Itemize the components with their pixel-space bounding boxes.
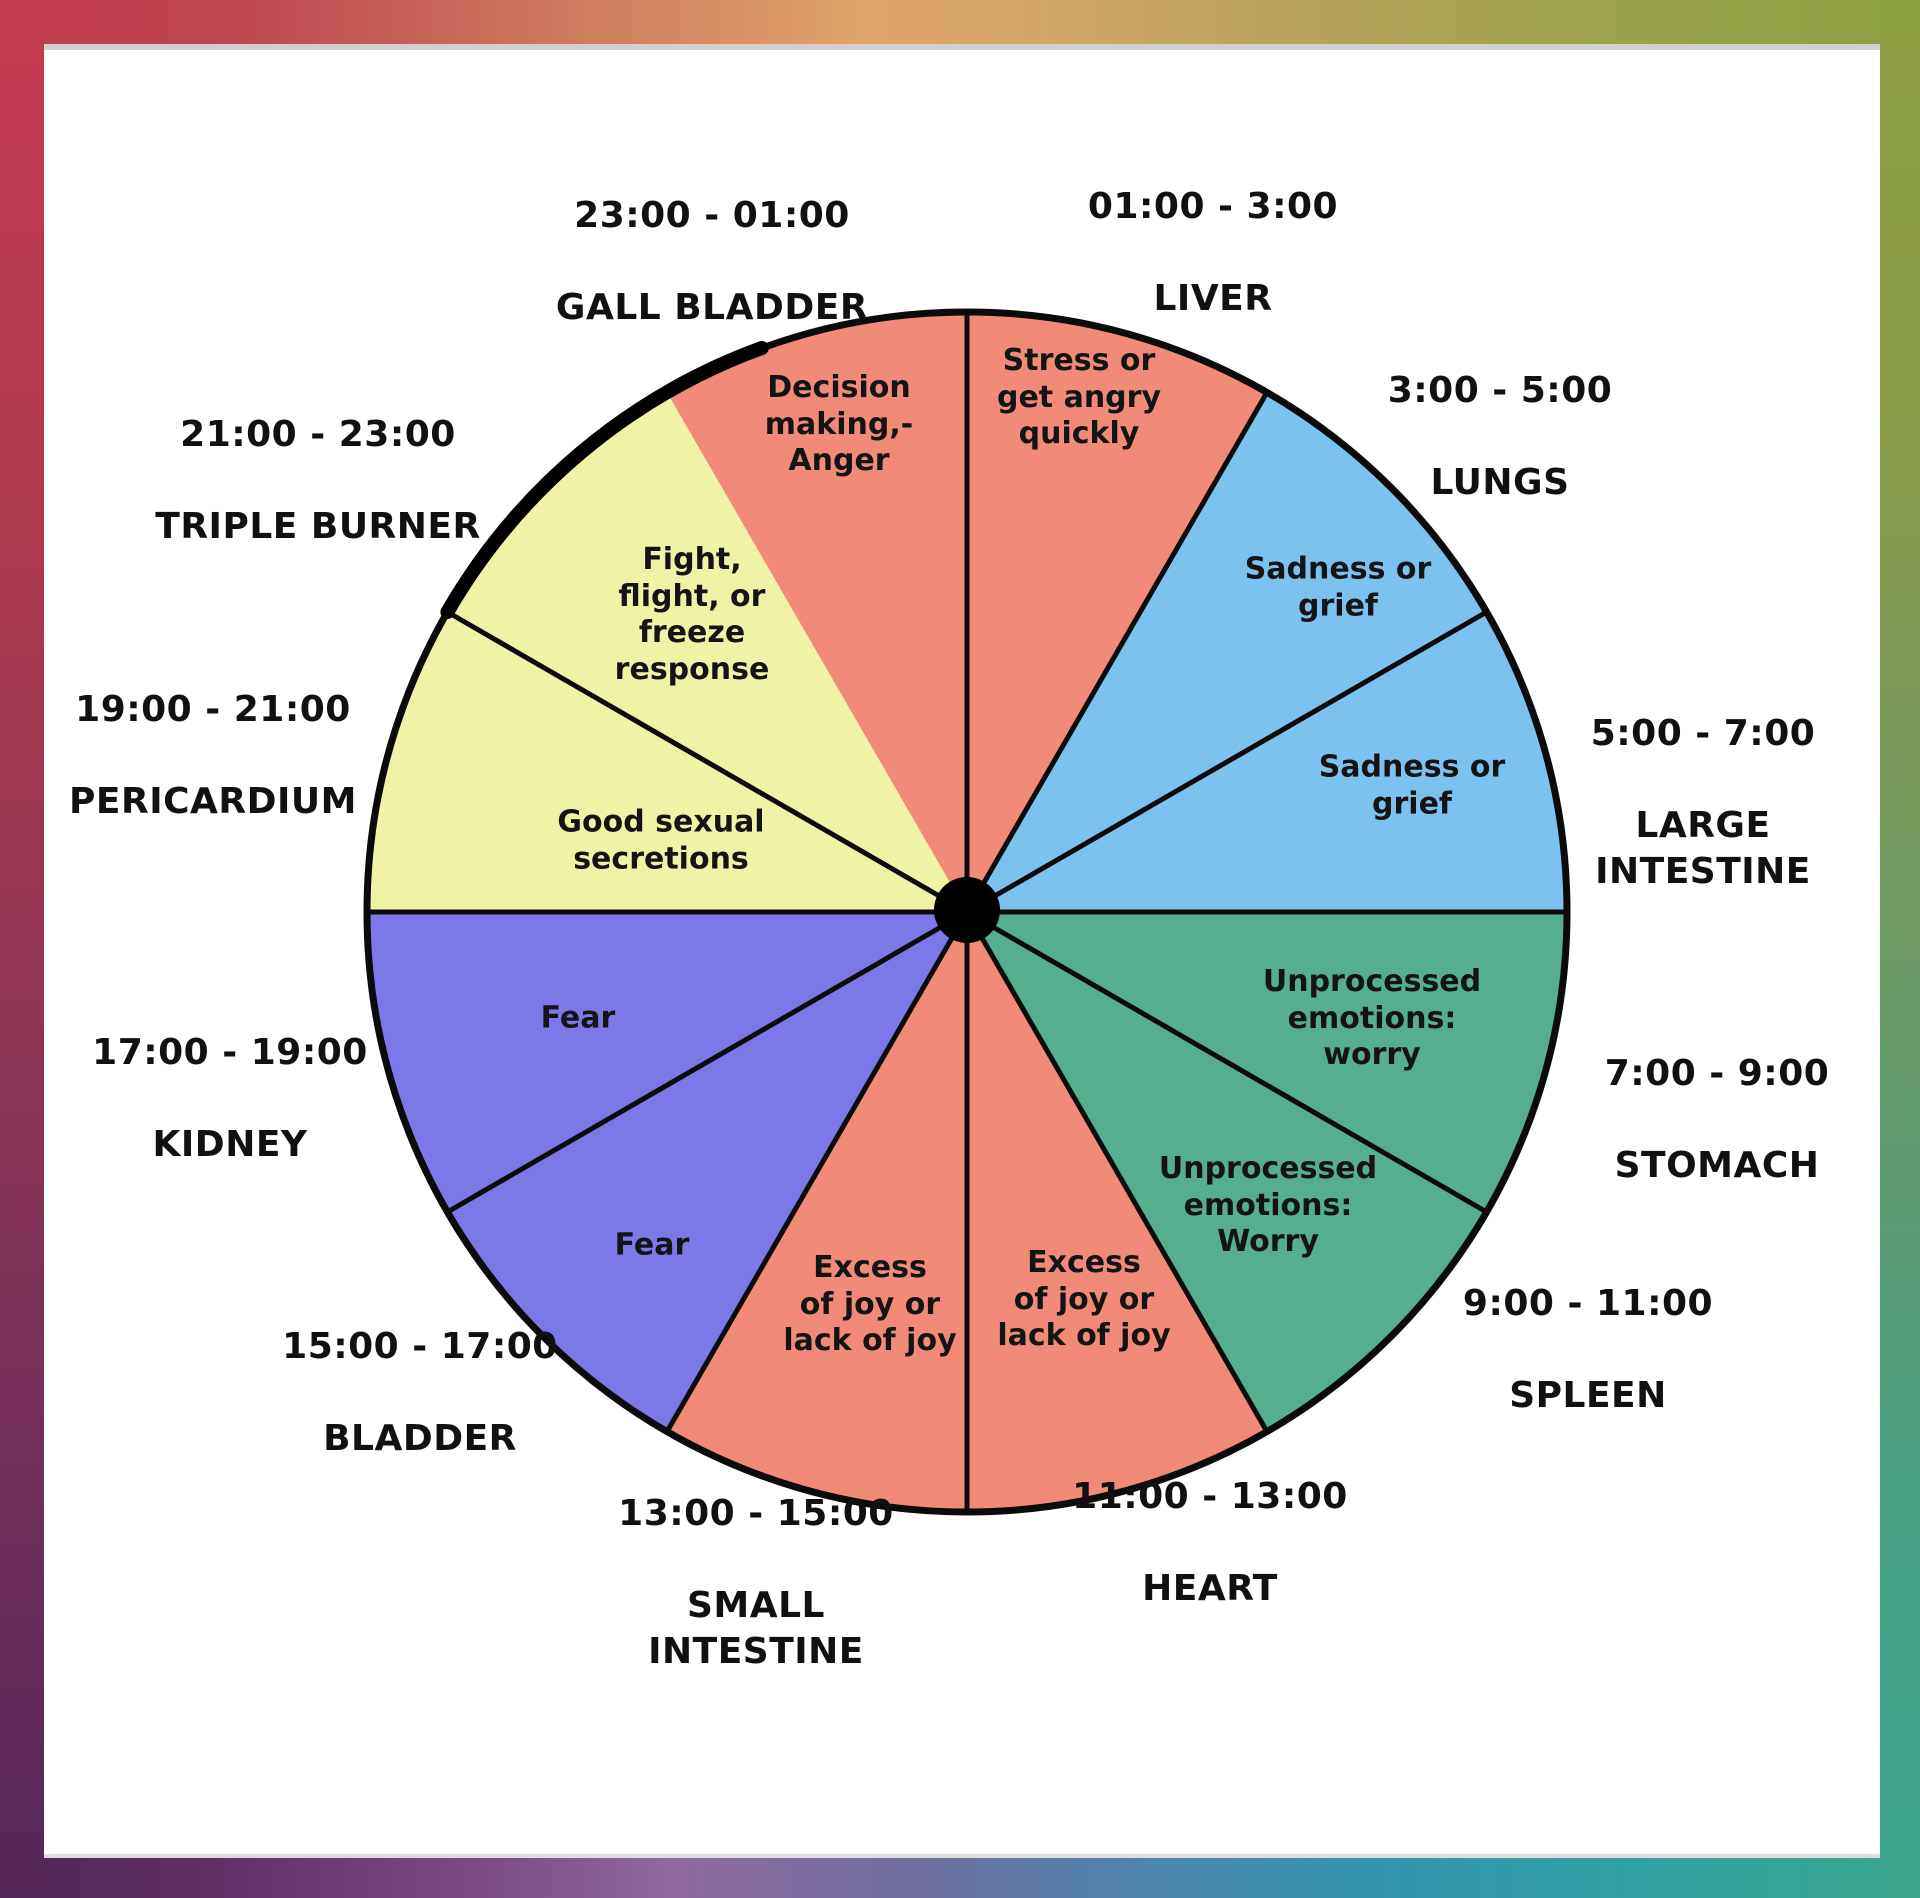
frame-top-gradient — [0, 0, 1920, 44]
label-triple-burner: 21:00 - 23:00 TRIPLE BURNER — [98, 366, 538, 596]
label-bladder: 15:00 - 17:00 BLADDER — [200, 1278, 640, 1508]
emotion-gall-bladder: Decision making,- Anger — [764, 370, 914, 479]
organ-pericardium: PERICARDIUM — [69, 781, 357, 823]
emotion-pericardium: Good sexual secretions — [557, 804, 765, 876]
time-kidney: 17:00 - 19:00 — [92, 1031, 368, 1073]
emotion-large-intestine: Sadness or grief — [1318, 749, 1506, 821]
time-stomach: 7:00 - 9:00 — [1604, 1052, 1830, 1094]
emotion-lungs: Sadness or grief — [1244, 551, 1432, 623]
organ-heart: HEART — [1142, 1568, 1278, 1610]
time-lungs: 3:00 - 5:00 — [1387, 369, 1613, 411]
organ-gall-bladder: GALL BLADDER — [555, 287, 869, 329]
wedge-bladder — [447, 912, 967, 1432]
frame-left-gradient — [0, 0, 44, 1898]
time-small-intestine: 13:00 - 15:00 — [618, 1492, 894, 1534]
time-heart: 11:00 - 13:00 — [1072, 1475, 1348, 1517]
wedge-lungs — [967, 392, 1487, 912]
organ-triple-burner: TRIPLE BURNER — [155, 506, 481, 548]
label-stomach: 7:00 - 9:00 STOMACH — [1527, 1005, 1907, 1235]
organ-small-intestine: SMALL INTESTINE — [648, 1585, 864, 1673]
time-gall-bladder: 23:00 - 01:00 — [574, 194, 850, 236]
label-kidney: 17:00 - 19:00 KIDNEY — [10, 984, 450, 1214]
emotion-bladder: Fear — [614, 1227, 690, 1263]
label-spleen: 9:00 - 11:00 SPLEEN — [1378, 1235, 1798, 1465]
emotion-small-intestine: Excess of joy or lack of joy — [783, 1250, 957, 1359]
organ-stomach: STOMACH — [1614, 1145, 1820, 1187]
wedge-pericardium — [367, 612, 967, 912]
time-liver: 01:00 - 3:00 — [1087, 185, 1339, 227]
emotion-kidney: Fear — [540, 1000, 616, 1036]
organ-large-intestine: LARGE INTESTINE — [1595, 805, 1811, 893]
time-triple-burner: 21:00 - 23:00 — [180, 413, 456, 455]
time-large-intestine: 5:00 - 7:00 — [1590, 712, 1816, 754]
emotion-heart: Excess of joy or lack of joy — [997, 1245, 1171, 1354]
time-bladder: 15:00 - 17:00 — [282, 1325, 558, 1367]
wedge-spleen — [967, 912, 1487, 1432]
label-gall-bladder: 23:00 - 01:00 GALL BLADDER — [482, 147, 942, 377]
wedge-gall-bladder — [667, 312, 967, 912]
wheel-outline-thick-arc — [440, 341, 769, 619]
center-dot — [934, 877, 1000, 943]
frame-bottom-gradient — [0, 1858, 1920, 1898]
organ-kidney: KIDNEY — [152, 1124, 308, 1166]
label-large-intestine: 5:00 - 7:00 LARGE INTESTINE — [1533, 665, 1873, 941]
wedge-stomach — [967, 912, 1567, 1212]
label-small-intestine: 13:00 - 15:00 SMALL INTESTINE — [536, 1445, 976, 1721]
wedge-kidney — [367, 912, 967, 1212]
organ-lungs: LUNGS — [1430, 462, 1570, 504]
wedge-liver — [967, 312, 1267, 912]
emotion-stomach: Unprocessed emotions: worry — [1262, 964, 1482, 1073]
organ-spleen: SPLEEN — [1509, 1375, 1667, 1417]
wedge-divider-lines — [364, 309, 1570, 1515]
wedge-triple-burner — [447, 392, 967, 912]
organ-bladder: BLADDER — [323, 1418, 517, 1460]
time-spleen: 9:00 - 11:00 — [1462, 1282, 1714, 1324]
wheel-outline — [363, 308, 1571, 1516]
emotion-spleen: Unprocessed emotions: Worry — [1158, 1151, 1378, 1260]
emotion-triple-burner: Fight, flight, or freeze response — [614, 541, 770, 687]
frame-right-gradient — [1880, 0, 1920, 1898]
wedge-large-intestine — [967, 612, 1567, 912]
organ-liver: LIVER — [1153, 278, 1273, 320]
label-heart: 11:00 - 13:00 HEART — [990, 1428, 1430, 1658]
time-pericardium: 19:00 - 21:00 — [75, 688, 351, 730]
emotion-liver: Stress or get angry quickly — [996, 343, 1162, 452]
label-lungs: 3:00 - 5:00 LUNGS — [1290, 322, 1710, 552]
label-liver: 01:00 - 3:00 LIVER — [993, 138, 1433, 368]
wedge-small-intestine — [667, 912, 967, 1512]
wedge-heart — [967, 912, 1267, 1512]
label-pericardium: 19:00 - 21:00 PERICARDIUM — [0, 641, 433, 871]
